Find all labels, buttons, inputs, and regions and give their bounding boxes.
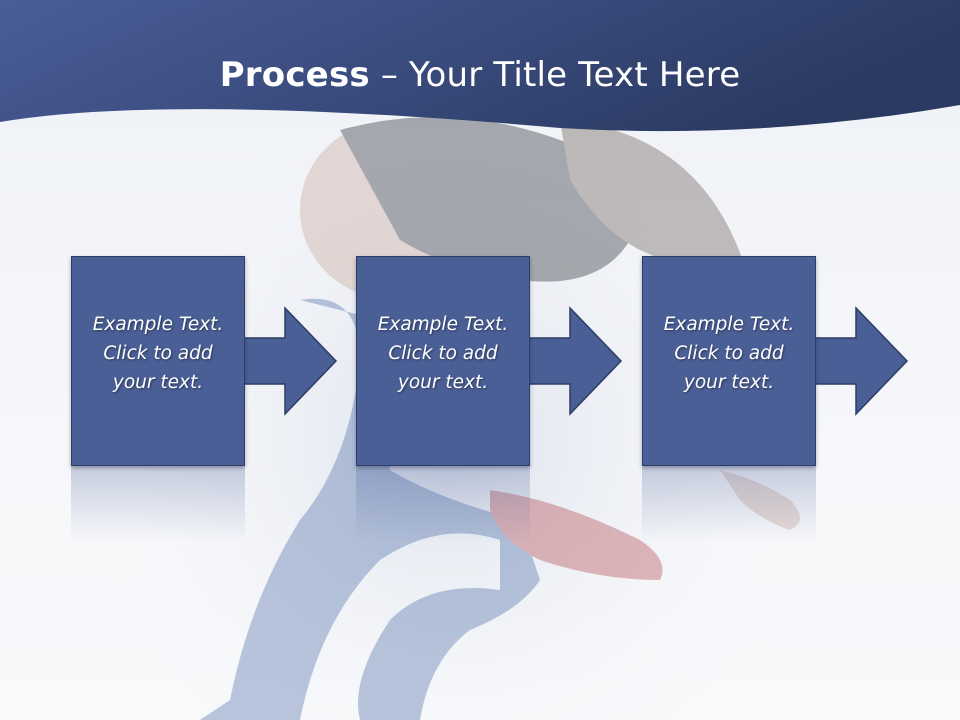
header-band (0, 0, 960, 132)
step-2-arrow-icon (528, 306, 623, 416)
step-3-line-2: Click to add (674, 343, 784, 364)
step-3[interactable]: Example Text. Click to add your text. (642, 256, 816, 466)
step-1-arrow-icon (243, 306, 338, 416)
step-3-arrow-icon (814, 306, 909, 416)
step-3-text[interactable]: Example Text. Click to add your text. (642, 310, 816, 397)
title-regular: – Your Title Text Here (369, 55, 741, 95)
step-3-line-3: your text. (683, 372, 775, 393)
step-3-reflection (642, 466, 816, 542)
step-2-line-2: Click to add (388, 343, 498, 364)
step-1-line-3: your text. (112, 372, 204, 393)
step-1-box (71, 256, 245, 466)
step-1-reflection (71, 466, 245, 542)
step-1-line-1: Example Text. (92, 314, 224, 335)
title-bold: Process (219, 55, 370, 95)
step-2-box (356, 256, 530, 466)
step-2-text[interactable]: Example Text. Click to add your text. (356, 310, 530, 397)
step-2-line-3: your text. (397, 372, 489, 393)
step-3-box (642, 256, 816, 466)
step-1-text[interactable]: Example Text. Click to add your text. (71, 310, 245, 397)
step-2-line-1: Example Text. (377, 314, 509, 335)
step-1[interactable]: Example Text. Click to add your text. (71, 256, 245, 466)
step-2-reflection (356, 466, 530, 542)
step-2[interactable]: Example Text. Click to add your text. (356, 256, 530, 466)
page-title: Process – Your Title Text Here (0, 50, 960, 100)
step-1-line-2: Click to add (103, 343, 213, 364)
step-3-line-1: Example Text. (663, 314, 795, 335)
